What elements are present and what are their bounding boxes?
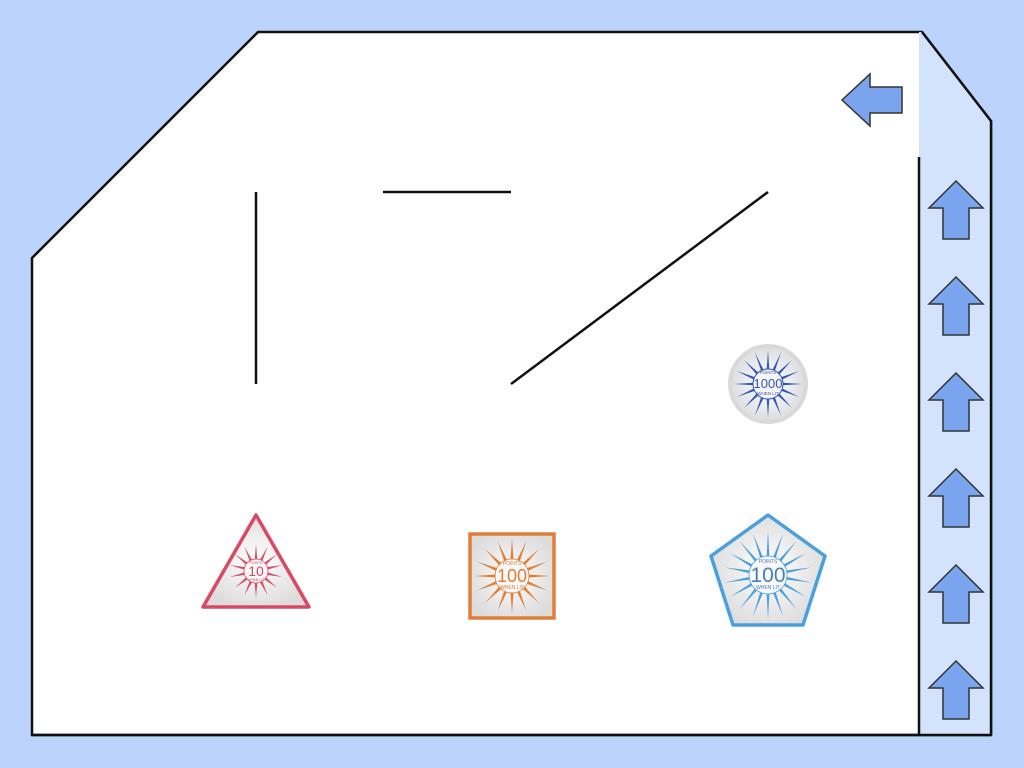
bumper-square-100[interactable]: POINTS 100 WHEN LIT [470, 534, 554, 618]
bumper-points-label: 10 [248, 563, 264, 579]
bumper-round-1000[interactable]: POINTS 1000 WHEN LIT [728, 344, 808, 424]
bumper-bottom-label: WHEN LIT [756, 585, 780, 591]
bumper-points-label: 100 [497, 566, 527, 586]
bumper-points-label: 100 [750, 564, 785, 587]
bumper-bottom-label: WHEN LIT [500, 585, 524, 591]
bumper-points-label: 1000 [754, 376, 783, 391]
bumper-bottom-label: WHEN LIT [757, 391, 779, 396]
bumper-bottom-label: WHEN LIT [248, 578, 266, 582]
bumper-top-label: POINTS [760, 370, 777, 375]
